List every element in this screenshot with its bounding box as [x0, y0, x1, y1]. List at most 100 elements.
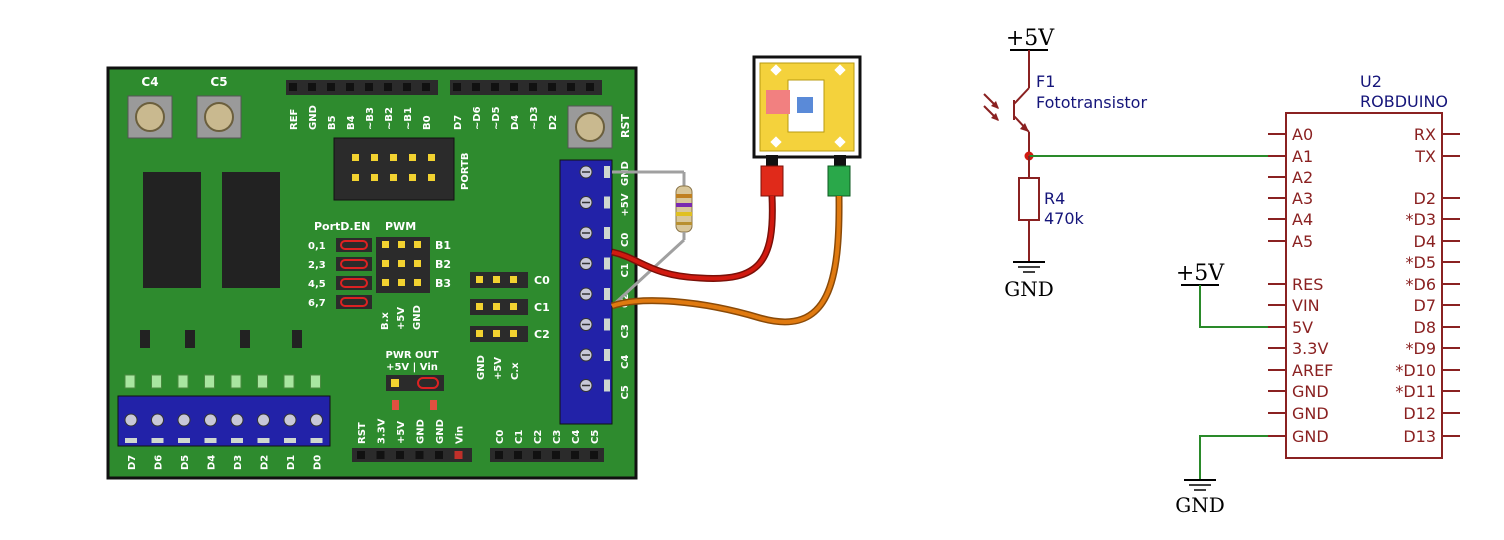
wire-resistor-c1	[610, 238, 686, 308]
sensor-marker	[770, 136, 782, 148]
header-pin	[548, 83, 556, 91]
smd-led	[430, 400, 437, 410]
button-c4[interactable]	[127, 95, 173, 139]
gnd-symbol-bottom	[1184, 479, 1216, 491]
button-c5[interactable]	[196, 95, 242, 139]
terminal-contact	[125, 438, 137, 443]
portb-pin	[390, 154, 397, 161]
header-pin	[403, 83, 411, 91]
header-pin	[590, 451, 598, 459]
portd-row-label: 6,7	[308, 298, 326, 309]
led	[204, 374, 215, 389]
ic-pin-label: GND	[1292, 427, 1329, 446]
ic-pin-label: 5V	[1292, 318, 1313, 337]
header-pin-label: ~D5	[491, 106, 502, 130]
header-pin	[491, 83, 499, 91]
portb-pin	[409, 174, 416, 181]
led	[310, 374, 321, 389]
ic-pin-label: A3	[1292, 189, 1313, 208]
ic-pin-label: GND	[1292, 404, 1329, 423]
header-pin	[514, 451, 522, 459]
header-pin-label: B0	[422, 115, 433, 130]
header-pin	[495, 451, 503, 459]
ic-pin-label: RX	[1414, 125, 1436, 144]
jumper-shunt	[340, 278, 368, 288]
header-power	[352, 448, 472, 462]
terminal-contact	[604, 166, 610, 178]
pwm-bottom-label: GND	[412, 305, 423, 330]
analog-header-label: C3	[552, 430, 563, 444]
header-pin-label: ~B2	[384, 107, 395, 130]
header-pin	[586, 83, 594, 91]
portb-pin	[428, 154, 435, 161]
header-pin	[567, 83, 575, 91]
button-rst-label: RST	[619, 114, 632, 138]
terminal-label: C3	[620, 324, 631, 338]
button-rst[interactable]	[567, 105, 613, 149]
header-pin	[552, 451, 560, 459]
ic-pin-label: D4	[1414, 232, 1437, 251]
led-row	[124, 374, 321, 389]
terminal-contact	[604, 288, 610, 300]
portd-terminal-label: D1	[286, 455, 297, 470]
smd-part	[240, 330, 250, 348]
ic-pin-label: 3.3V	[1292, 339, 1328, 358]
portd-terminal-label: D3	[233, 455, 244, 470]
pwm-pin	[414, 279, 421, 286]
header-pin	[533, 451, 541, 459]
terminal-screw	[151, 413, 164, 427]
analog-header-label: C0	[495, 430, 506, 444]
header-pins	[289, 83, 594, 91]
header-pin	[415, 451, 424, 459]
power-header-label: GND	[435, 419, 446, 444]
light-sensor-module	[752, 55, 862, 197]
pwr-out-shunt	[417, 377, 439, 389]
terminal-label: +5V	[620, 193, 631, 216]
analog-header-label: C2	[533, 430, 544, 444]
ic-pin-label: D2	[1414, 189, 1437, 208]
sensor-pin	[834, 155, 846, 167]
portb-connector	[333, 137, 455, 201]
analog-pin	[493, 303, 500, 310]
ic-pin-label: A2	[1292, 168, 1313, 187]
analog-row-label: C2	[534, 328, 550, 341]
analog-pin	[510, 303, 517, 310]
analog-row-label: C0	[534, 274, 550, 287]
net-5v	[1199, 285, 1268, 328]
terminal-contact	[231, 438, 243, 443]
terminal-label: C0	[620, 233, 631, 247]
header-portd	[450, 80, 602, 95]
terminal-label: C1	[620, 263, 631, 277]
connector-red	[760, 165, 784, 197]
header-pin	[396, 451, 404, 459]
portd-row-label: 2,3	[308, 260, 326, 271]
portd-terminal-label: D4	[207, 455, 218, 470]
header-pin	[510, 83, 518, 91]
header-pin	[435, 451, 443, 459]
terminal-contact	[604, 379, 610, 392]
analog-pin	[493, 330, 500, 337]
portd-terminal-label: D5	[180, 455, 191, 470]
ic-pin-label: *D9	[1406, 339, 1437, 358]
portd-terminal-label: D2	[260, 455, 271, 470]
terminal-screw	[230, 413, 244, 427]
header-pin	[472, 83, 480, 91]
terminal-screw	[283, 413, 297, 427]
header-pin	[308, 83, 316, 91]
header-pin-label: B4	[346, 115, 357, 130]
power-label-top: +5V	[1006, 26, 1055, 51]
analog-bottom-label: C.x	[510, 362, 521, 380]
power-header-label: RST	[357, 422, 368, 444]
portb-pin	[390, 174, 397, 181]
terminal-contact	[604, 257, 610, 270]
header-pin-label: ~B3	[365, 107, 376, 130]
ic-pin-label: D7	[1414, 296, 1437, 315]
